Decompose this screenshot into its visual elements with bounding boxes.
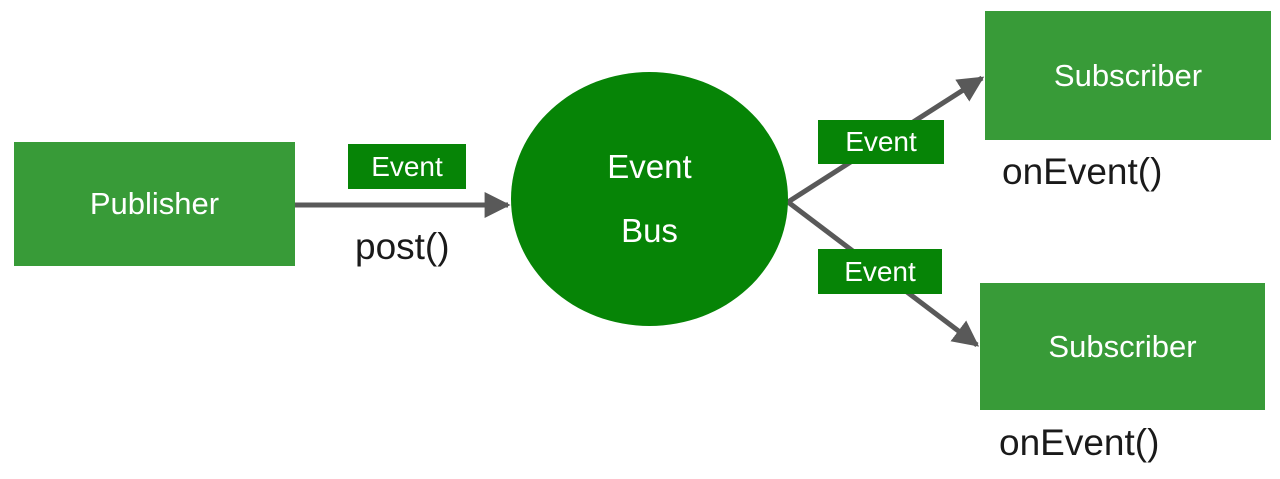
edge-chip-upper-event[interactable]: Event — [818, 120, 944, 164]
node-event-bus-label-line2: Bus — [621, 212, 678, 249]
method-label-onevent-top: onEvent() — [1002, 151, 1163, 192]
node-subscriber-top[interactable]: Subscriber — [985, 11, 1271, 140]
node-publisher[interactable]: Publisher — [14, 142, 295, 266]
method-label-onevent-bottom: onEvent() — [999, 422, 1160, 463]
edge-chip-lower-event-label: Event — [844, 255, 916, 287]
edge-chip-post-event[interactable]: Event — [348, 144, 466, 189]
method-label-post: post() — [355, 226, 450, 267]
node-publisher-label: Publisher — [89, 186, 220, 222]
edge-chip-post-event-label: Event — [371, 150, 443, 182]
node-event-bus[interactable]: Event Bus — [511, 72, 788, 326]
edge-chip-lower-event[interactable]: Event — [818, 249, 942, 294]
node-subscriber-top-label: Subscriber — [1053, 57, 1203, 93]
node-subscriber-bottom-label: Subscriber — [1048, 328, 1197, 364]
edge-chip-upper-event-label: Event — [845, 126, 917, 157]
node-event-bus-label-line1: Event — [607, 148, 692, 186]
node-subscriber-bottom[interactable]: Subscriber — [980, 283, 1265, 410]
